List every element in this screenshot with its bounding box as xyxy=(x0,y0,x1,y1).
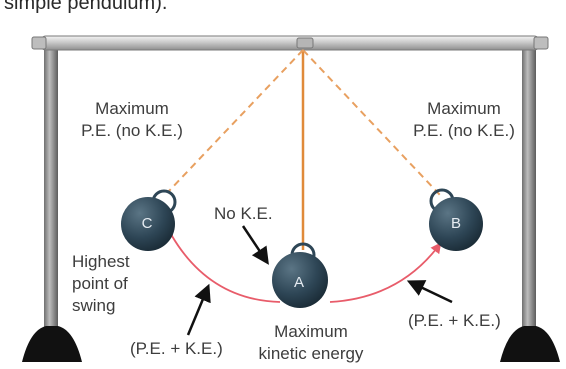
bob-a xyxy=(272,242,328,308)
bob-a-label: A xyxy=(293,274,304,291)
bob-c-label: C xyxy=(141,215,153,232)
left-top-line-1: Maximum xyxy=(95,99,169,118)
right-dashed-string xyxy=(302,49,441,196)
no-ke-arrow xyxy=(241,225,269,265)
left-base xyxy=(22,326,82,362)
cross-bar xyxy=(31,35,549,51)
left-pole xyxy=(44,40,58,330)
right-pe-ke-label: (P.E. + K.E.) xyxy=(408,311,501,330)
left-stand xyxy=(22,40,82,362)
right-pe-ke-arrow xyxy=(406,280,453,304)
highest-point-label: Highest point of swing xyxy=(72,251,130,317)
left-dashed-string xyxy=(167,49,304,193)
right-pole xyxy=(522,40,536,330)
right-top-line-2: P.E. (no K.E.) xyxy=(413,121,515,140)
left-screw xyxy=(31,36,47,50)
left-pe-ke-label: (P.E. + K.E.) xyxy=(130,339,223,358)
center-bottom-label: Maximum kinetic energy xyxy=(246,321,376,365)
left-top-label: Maximum P.E. (no K.E.) xyxy=(72,98,192,142)
pivot-clamp xyxy=(296,37,314,49)
right-stand xyxy=(500,40,560,362)
right-base xyxy=(500,326,560,362)
highest-point-line-3: swing xyxy=(72,296,116,315)
bob-b-label: B xyxy=(450,215,461,232)
bob-c xyxy=(121,189,177,251)
bob-b xyxy=(429,188,483,251)
right-screw xyxy=(533,36,549,50)
center-bottom-line-1: Maximum xyxy=(274,322,348,341)
center-bottom-line-2: kinetic energy xyxy=(258,344,364,363)
right-top-label: Maximum P.E. (no K.E.) xyxy=(404,98,524,142)
highest-point-line-1: Highest xyxy=(72,252,130,271)
left-top-line-2: P.E. (no K.E.) xyxy=(81,121,183,140)
highest-point-line-2: point of xyxy=(72,274,128,293)
no-ke-label: No K.E. xyxy=(214,204,273,223)
right-top-line-1: Maximum xyxy=(427,99,501,118)
caption-fragment: simple pendulum). xyxy=(4,0,168,14)
left-swing-arc xyxy=(162,225,281,303)
right-swing-arc xyxy=(329,242,442,303)
left-pe-ke-arrow xyxy=(186,283,211,336)
